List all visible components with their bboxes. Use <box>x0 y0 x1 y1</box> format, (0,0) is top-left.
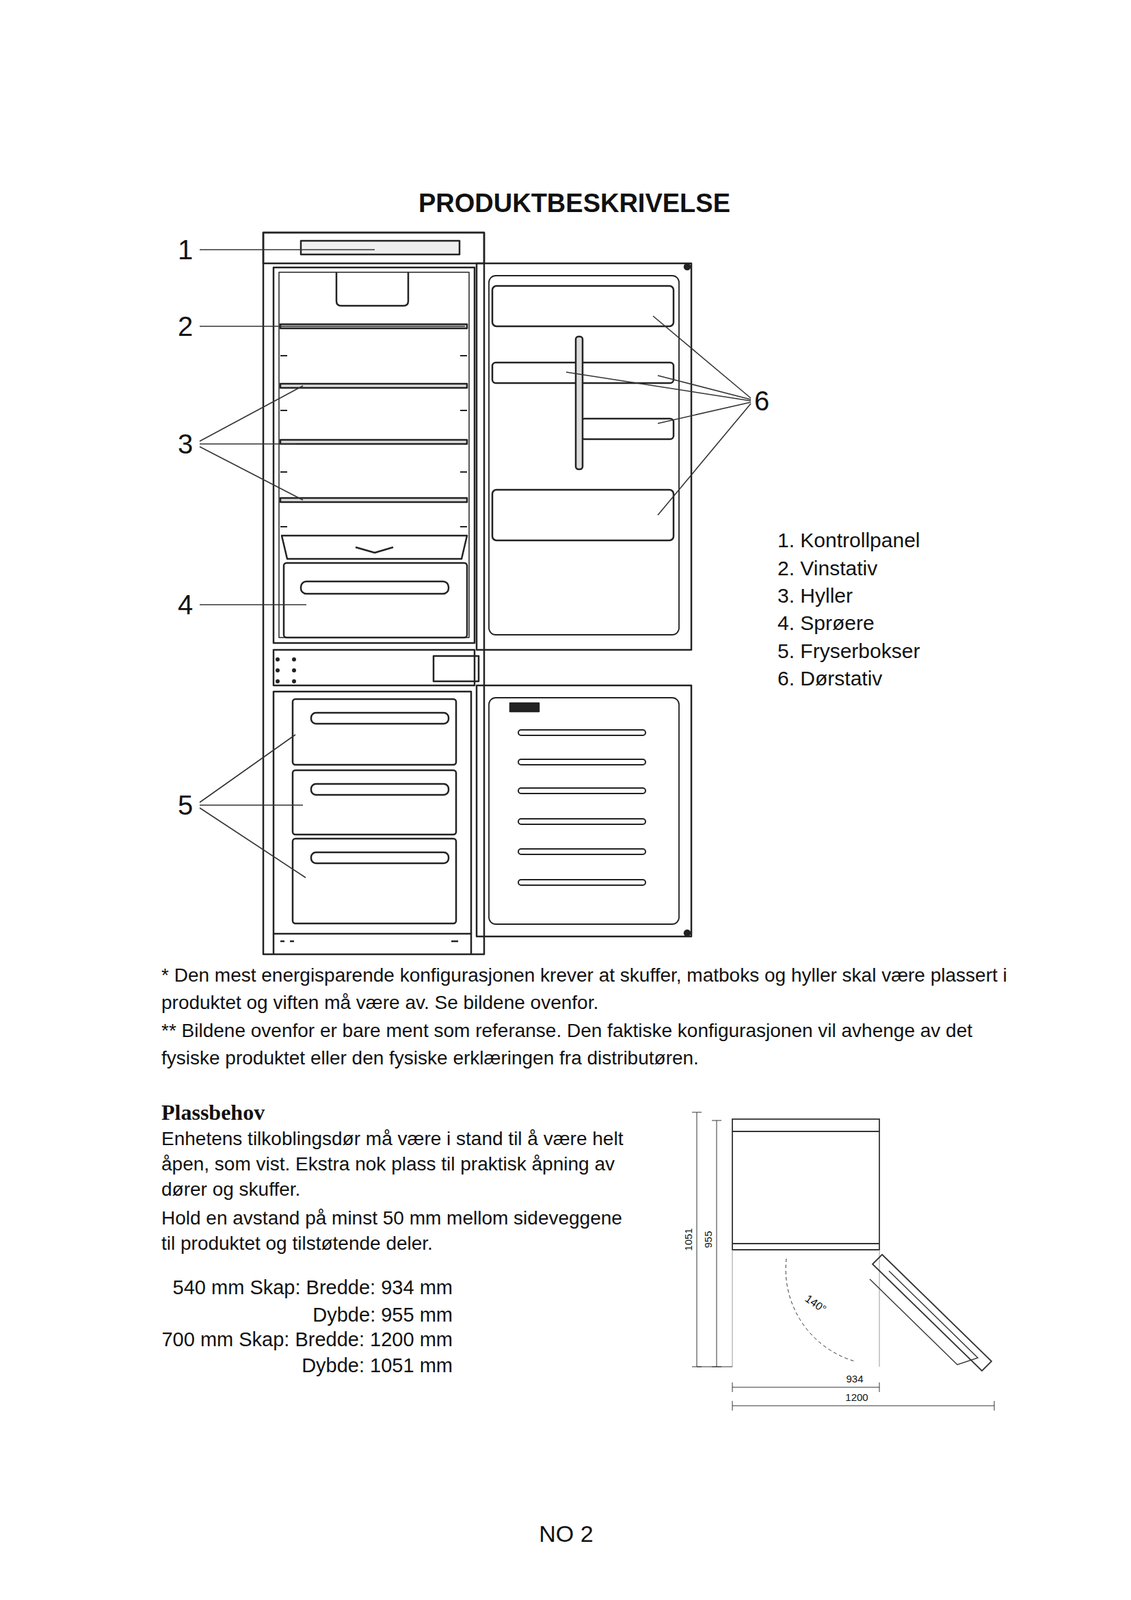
base <box>273 933 472 954</box>
dimension-value: 1200 <box>845 1390 868 1404</box>
hinge-pin <box>684 929 690 936</box>
footnote: ** Bildene ovenfor er bare ment som refe… <box>161 1016 1017 1072</box>
leader-lines <box>199 249 751 878</box>
shelf-supports <box>280 355 468 527</box>
freezer-drawer <box>292 769 457 835</box>
crisper-cover-vent <box>355 547 394 553</box>
dimension-value: 1051 <box>682 1227 695 1250</box>
crisper-drawer <box>283 562 468 638</box>
freezer-drawer <box>292 698 457 765</box>
section-heading: Plassbehov <box>161 1098 265 1125</box>
callout-number: 5 <box>177 788 193 822</box>
hinge-pin <box>684 263 690 270</box>
dots <box>275 657 297 684</box>
part-name: 5. Fryserbokser <box>777 638 920 664</box>
dimension-value: 934 <box>845 1372 863 1385</box>
fridge-liner <box>278 272 470 638</box>
control-panel <box>263 232 485 264</box>
callout-number: 1 <box>177 233 193 266</box>
dimension-spec: Dybde: 1051 mm <box>301 1353 453 1378</box>
callout-number: 3 <box>177 427 193 461</box>
light-box <box>336 272 409 306</box>
shelf <box>280 383 468 388</box>
door-ridges <box>518 729 646 885</box>
door-bin <box>581 418 674 439</box>
part-name: 1. Kontrollpanel <box>777 527 920 553</box>
dimension-value: 955 <box>702 1230 715 1248</box>
door-liner <box>488 697 680 924</box>
door-liner <box>488 275 680 635</box>
callout-number: 6 <box>754 384 770 418</box>
callout-number: 4 <box>177 588 193 621</box>
part-name: 2. Vinstativ <box>777 555 878 581</box>
freezer-compartment <box>273 691 472 934</box>
drawer-handle <box>300 581 449 594</box>
angle-value: 140° <box>802 1291 829 1316</box>
drawer-handle <box>311 852 449 863</box>
callout-number: 2 <box>177 309 193 343</box>
dimension-spec: 700 mm Skap: Bredde: 1200 mm <box>161 1327 453 1352</box>
door-bin <box>492 489 674 541</box>
drawer-handle <box>311 783 449 795</box>
paragraph: Hold en avstand på minst 50 mm mellom si… <box>161 1204 627 1256</box>
part-name: 6. Dørstativ <box>777 666 883 691</box>
part-name: 4. Sprøere <box>777 610 875 636</box>
paragraph: Enhetens tilkoblingsdør må være i stand … <box>161 1125 627 1202</box>
freezer-drawer <box>292 838 457 924</box>
dimension-spec: 540 mm Skap: Bredde: 934 mm <box>173 1275 453 1300</box>
shelf <box>280 439 468 444</box>
page-title: PRODUKTBESKRIVELSE <box>418 188 731 220</box>
part-name: 3. Hyller <box>777 583 853 608</box>
hinge <box>433 655 479 682</box>
control-strip <box>300 240 460 255</box>
dimension-spec: Dybde: 955 mm <box>312 1302 453 1327</box>
cabinet-outline <box>263 232 485 954</box>
door-label <box>510 702 539 712</box>
door-bin <box>492 285 674 327</box>
footnote: * Den mest energisparende konfigurasjone… <box>161 961 1017 1017</box>
fridge-compartment <box>273 267 475 643</box>
page-number: NO 2 <box>538 1519 593 1548</box>
plan-view <box>692 1111 995 1410</box>
drawer-handle <box>311 712 449 724</box>
bottle-holder <box>575 336 583 470</box>
crisper-cover <box>281 535 468 559</box>
freezer-door <box>476 685 692 937</box>
shelf <box>280 497 468 502</box>
